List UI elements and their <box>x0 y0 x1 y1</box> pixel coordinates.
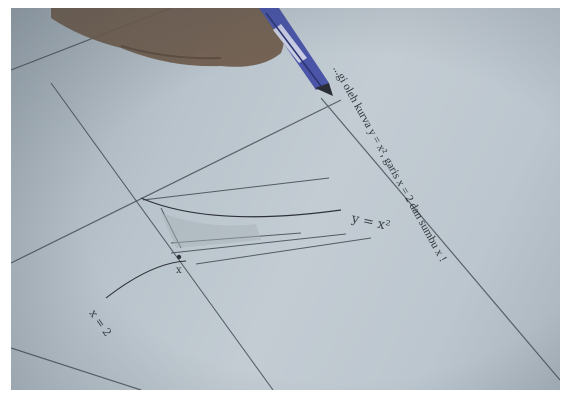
ruling-line <box>320 97 560 381</box>
x-axis-line <box>50 82 274 390</box>
parabola-left-branch <box>105 260 187 299</box>
graph-line <box>142 177 330 201</box>
ruling-line <box>11 99 342 264</box>
axis-label: x <box>176 265 182 276</box>
shaded-area <box>161 213 261 248</box>
ruling-line <box>11 347 142 390</box>
finger-crease <box>120 45 222 60</box>
graph-line <box>170 233 347 254</box>
line-label: x = 2 <box>87 307 115 339</box>
photo-frame: y = x² x = 2 x ...gi oleh kurva y = x², … <box>11 8 560 390</box>
paper-photo: y = x² x = 2 x ...gi oleh kurva y = x², … <box>11 8 560 390</box>
caption-text: ...gi oleh kurva y = x², garis x = 2 dan… <box>330 64 448 264</box>
parabola-curve <box>140 197 342 218</box>
curve-label: y = x² <box>349 211 391 234</box>
intersection-point <box>176 254 182 260</box>
graph-line <box>195 237 372 265</box>
pen-icon <box>259 8 333 96</box>
hand-icon <box>51 8 285 67</box>
